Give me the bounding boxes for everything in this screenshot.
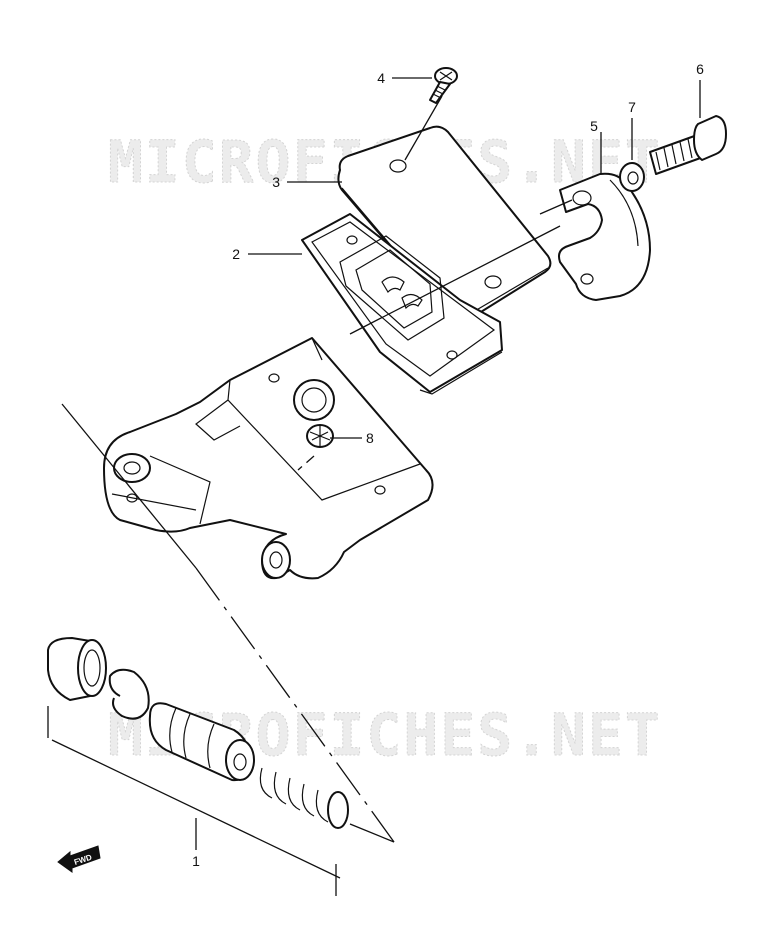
master-cylinder-body[interactable] <box>103 337 434 580</box>
screw-part-4[interactable] <box>429 67 458 104</box>
bolt-part-6[interactable] <box>649 115 727 175</box>
leader-4-drop <box>404 95 443 161</box>
fitting-part-8[interactable] <box>306 424 334 448</box>
washer-part-7[interactable] <box>619 162 645 192</box>
callout-2: 2 <box>232 246 240 262</box>
callout-5: 5 <box>590 118 598 134</box>
callout-1: 1 <box>192 853 200 869</box>
kit-line-upper <box>61 403 197 569</box>
callout-7: 7 <box>628 99 636 115</box>
clamp-axis-line <box>539 199 573 215</box>
callout-6: 6 <box>696 61 704 77</box>
callout-3: 3 <box>272 174 280 190</box>
kit-line-center <box>195 567 395 843</box>
kit-line-spring <box>349 823 395 843</box>
reservoir-cover-part-3[interactable] <box>337 125 552 324</box>
callout-8: 8 <box>366 430 374 446</box>
assembly-line-fitting <box>297 455 315 471</box>
forward-arrow-icon <box>57 845 101 873</box>
piston-kit-part-1[interactable] <box>47 637 349 829</box>
fwd-badge: FWD <box>57 845 101 873</box>
kit-line-lower <box>51 739 341 879</box>
assembly-line-upper <box>349 225 561 335</box>
diaphragm-part-2[interactable] <box>301 213 503 395</box>
callout-4: 4 <box>377 70 385 86</box>
